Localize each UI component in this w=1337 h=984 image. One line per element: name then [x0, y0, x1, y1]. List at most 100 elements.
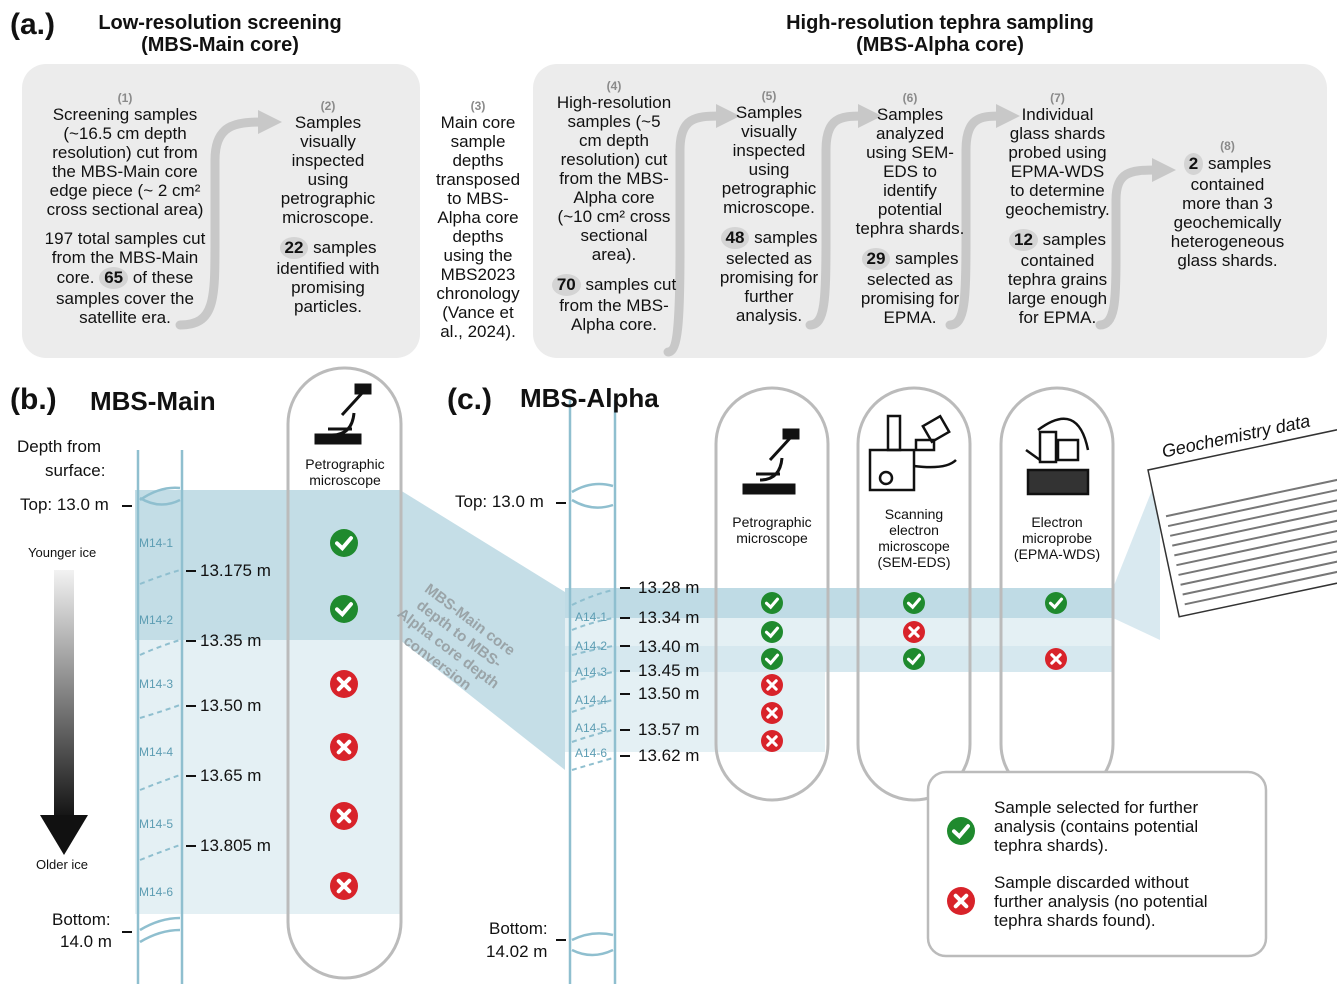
alpha-bottom-label: Bottom:: [489, 919, 548, 938]
cross-icon: [761, 730, 783, 752]
sample-count-badge: 2: [1183, 153, 1204, 175]
main-depth-label: 13.175 m: [200, 561, 271, 580]
step-text: EPMA-WDS: [1010, 162, 1105, 181]
depth-label-line: surface:: [45, 461, 106, 480]
step-text: heterogeneous: [1170, 232, 1285, 251]
main-depth-label: 13.35 m: [200, 631, 262, 650]
step-text: potential: [877, 200, 943, 219]
step-text: more than 3: [1182, 194, 1273, 213]
alpha-band-3: [565, 646, 1113, 672]
alpha-core: [568, 400, 617, 984]
alpha-core-cuts: [571, 589, 614, 771]
step-number: 6: [845, 92, 975, 105]
panel-a-right-heading: High-resolution tephra sampling (MBS-Alp…: [740, 12, 1140, 56]
cross-icon: [903, 621, 925, 643]
check-icon: [761, 621, 783, 643]
sample-count-badge: 48: [720, 227, 750, 249]
step-text: 48 samples: [705, 227, 833, 249]
step-text: samples: [754, 228, 818, 247]
step-text: satellite era.: [79, 308, 171, 327]
step-text: 12 samples: [990, 229, 1125, 251]
main-segment-label: M14-3: [139, 677, 174, 691]
step-text: large enough: [1007, 289, 1108, 308]
alpha-band-1: [565, 588, 1113, 618]
step-number: 8: [1160, 140, 1295, 153]
step-number: 3: [428, 100, 528, 113]
alpha-depth-label: 13.50 m: [638, 684, 700, 703]
step-text: Screening samples: [52, 105, 198, 124]
step-text: using: [748, 160, 790, 179]
step-text: Alpha core: [437, 208, 519, 227]
geochem-sheet: [1147, 425, 1337, 618]
step-text: Alpha core: [573, 188, 655, 207]
step-text: tephra grains: [1007, 270, 1108, 289]
step-text: Individual: [1021, 105, 1094, 124]
step-text: identified with: [276, 259, 380, 278]
step-number: 4: [544, 80, 684, 93]
panel-a-right-box: [533, 64, 1327, 358]
older-ice-label: Older ice: [36, 857, 89, 872]
alpha-segment-label: A14-1: [575, 610, 608, 624]
step-text: further: [744, 287, 794, 306]
instrument-line: Electron: [1031, 514, 1083, 530]
step-2: 2Samplesvisuallyinspectedusingpetrograph…: [258, 100, 398, 317]
cross-icon: [1045, 648, 1067, 670]
step-5: 5Samplesvisuallyinspectedusingpetrograph…: [705, 90, 833, 326]
step-text: analyzed: [875, 124, 945, 143]
instrument-line: microscope: [309, 472, 381, 488]
instrument-line: (SEM-EDS): [877, 554, 951, 570]
step-number: 5: [705, 90, 833, 103]
step-text: for EPMA.: [1018, 308, 1097, 327]
check-icon: [903, 592, 925, 614]
legend-line: analysis (contains potential: [994, 817, 1199, 836]
check-icon: [903, 648, 925, 670]
legend-line: tephra shards found).: [994, 911, 1156, 930]
step-text: cross sectional area): [46, 200, 204, 219]
step-text: to determine: [1010, 181, 1105, 200]
instrument-line: microprobe: [1021, 530, 1093, 546]
step-text: 197 total samples cut: [44, 229, 206, 248]
step-text: 22 samples: [258, 237, 398, 259]
check-icon: [1045, 592, 1067, 614]
legend-line: further analysis (no potential: [994, 892, 1208, 911]
heading-line: (MBS-Alpha core): [856, 34, 1024, 56]
sample-count-badge: 70: [551, 274, 581, 296]
alpha-microscope-capsule: [714, 386, 830, 802]
check-icon: [761, 648, 783, 670]
main-segment-label: M14-4: [139, 745, 174, 759]
step-text: samples cut: [585, 275, 677, 294]
sample-count-badge: 22: [279, 237, 309, 259]
cross-icon: [330, 733, 358, 761]
instrument-line: Petrographic: [732, 514, 812, 530]
conversion-band: [400, 490, 565, 770]
step-text: to MBS-: [447, 189, 509, 208]
step-text: High-resolution: [556, 93, 672, 112]
step-text: (Vance et: [442, 303, 514, 322]
alpha-segment-label: A14-2: [575, 639, 608, 653]
main-core-title: MBS-Main: [90, 386, 216, 416]
alpha-depth-label: 13.57 m: [638, 720, 700, 739]
step-text: identify: [883, 181, 937, 200]
step-text: (~10 cm² cross: [557, 207, 671, 226]
legend-check-text: Sample selected for further analysis (co…: [994, 798, 1198, 855]
cross-icon: [330, 802, 358, 830]
step-text: 29 samples: [845, 248, 975, 270]
legend-box: [926, 770, 1268, 958]
step-text: edge piece (~ 2 cm²: [49, 181, 201, 200]
step-text: Samples: [735, 103, 803, 122]
step-text: promising for: [719, 268, 819, 287]
main-depth-label: 13.50 m: [200, 696, 262, 715]
step-text: glass shards: [1009, 124, 1106, 143]
main-core: [136, 450, 184, 984]
main-segment-label: M14-1: [139, 536, 174, 550]
depth-label-line: Depth from: [17, 437, 102, 456]
step-text: transposed: [435, 170, 521, 189]
alpha-segment-label: A14-6: [575, 746, 608, 760]
age-arrowhead: [40, 815, 88, 855]
step-text: core.: [56, 268, 95, 287]
step-text: Samples: [294, 113, 362, 132]
alpha-depth-label: 13.28 m: [638, 578, 700, 597]
step-text: petrographic: [280, 189, 376, 208]
